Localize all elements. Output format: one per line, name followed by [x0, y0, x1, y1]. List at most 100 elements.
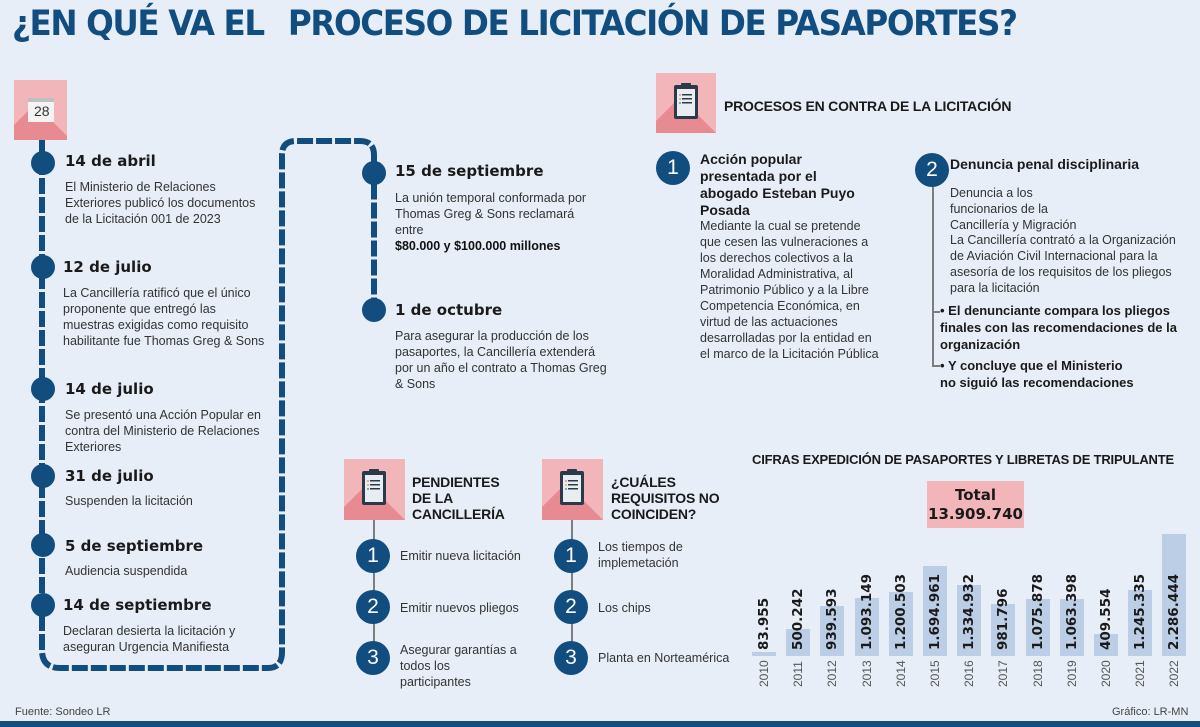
event-text: Audiencia suspendida — [65, 564, 188, 578]
year-label: 2012 — [825, 660, 840, 687]
event-text-main: La unión temporal conformada por Thomas … — [395, 191, 587, 237]
procesos-heading: PROCESOS EN CONTRA DE LA LICITACIÓN — [724, 98, 1012, 114]
source-text: Fuente: Sondeo LR — [15, 706, 111, 718]
bar-value-label: 1.334.932 — [961, 573, 978, 650]
event-text: La Cancillería ratificó que el único pro… — [63, 286, 265, 348]
timeline-node — [362, 298, 386, 322]
bar-value-label: 409.554 — [1098, 588, 1114, 651]
event-date: 14 de abril — [65, 152, 156, 170]
total-badge: Total 13.909.740 — [927, 481, 1024, 528]
event-date: 1 de octubre — [395, 301, 503, 319]
timeline-node — [31, 151, 55, 175]
bullet-text: El denunciante compara los pliegos final… — [940, 303, 1177, 352]
title-part-1: ¿EN QUÉ VA EL — [12, 4, 265, 44]
timeline-node — [362, 161, 386, 185]
chart-bar — [1059, 599, 1084, 656]
procesos-item-2-title: Denuncia penal disciplinaria — [950, 156, 1140, 172]
pendientes-heading: PENDIENTES DE LA CANCILLERÍA — [412, 474, 505, 522]
year-label: 2017 — [996, 660, 1011, 687]
bar-value-label: 500.242 — [790, 588, 807, 651]
bar-value-label: 83.955 — [756, 597, 772, 650]
requisitos-item-3: Planta en Norteamérica — [598, 651, 730, 665]
requisitos-number-1: 1 — [554, 539, 588, 573]
bar-value-label: 1.200.503 — [892, 573, 909, 650]
chart-bar — [1162, 534, 1187, 656]
bar-value-label: 1.075.878 — [1029, 573, 1046, 650]
event-text-amount: $80.000 y $100.000 millones — [395, 239, 561, 253]
chart-bar — [820, 606, 845, 656]
procesos-bullet-2: • Y concluye que el Ministerio no siguió… — [940, 358, 1134, 390]
bar-value-label: 981.796 — [995, 588, 1012, 651]
total-value: 13.909.740 — [928, 505, 1023, 523]
requisitos-item-2: Los chips — [598, 601, 651, 615]
clipboard-icon — [674, 83, 698, 119]
calendar-icon-tile: 28 — [14, 80, 67, 140]
bar-value-label: 1.694.961 — [927, 573, 943, 650]
chart-bar — [923, 566, 947, 656]
year-label: 2019 — [1064, 660, 1079, 687]
pendientes-number-3: 3 — [356, 641, 390, 675]
bar-value-label: 1.063.398 — [1063, 573, 1080, 650]
event-text: Para asegurar la producción de los pasap… — [395, 329, 607, 391]
procesos-connector-line — [932, 187, 934, 365]
procesos-item-2-body2: La Cancillería contrató a la Organizació… — [950, 233, 1176, 295]
bullet-text: Y concluye que el Ministerio no siguió l… — [940, 358, 1134, 390]
year-label: 2010 — [757, 660, 771, 687]
requisitos-item-1: Los tiempos de implemetación — [598, 540, 683, 570]
procesos-item-1-body: Mediante la cual se pretende que cesen l… — [700, 219, 879, 361]
bullet-connector — [932, 311, 940, 313]
chart-bar — [1128, 590, 1153, 656]
calendar-day: 28 — [34, 103, 50, 119]
requisitos-number-2: 2 — [554, 590, 588, 624]
requisitos-number-3: 3 — [554, 641, 588, 675]
procesos-item-1-title: Acción popular presentada por el abogado… — [700, 151, 855, 218]
chart-bar — [888, 592, 913, 656]
procesos-number-1: 1 — [656, 151, 690, 185]
timeline-rail — [39, 138, 377, 671]
event-text: El Ministerio de Relaciones Exteriores p… — [65, 180, 256, 226]
event-text: Se presentó una Acción Popular en contra… — [65, 408, 261, 454]
clipboard-icon-tile — [344, 459, 405, 520]
bar-value-label: 939.593 — [824, 588, 841, 651]
chart-bar — [991, 604, 1016, 656]
timeline-node — [31, 255, 55, 279]
pendientes-item-3: Asegurar garantías a todos los participa… — [400, 643, 517, 689]
year-label: 2011 — [791, 661, 806, 687]
procesos-number-2: 2 — [915, 153, 949, 187]
event-date: 12 de julio — [63, 258, 152, 276]
chart-bar — [854, 598, 879, 656]
pendientes-item-1: Emitir nueva licitación — [400, 549, 521, 563]
credit-text: Gráfico: LR-MN — [1112, 706, 1189, 718]
chart-bar — [1094, 634, 1118, 656]
total-label: Total — [955, 486, 996, 504]
procesos-bullet-1: • El denunciante compara los pliegos fin… — [940, 303, 1177, 352]
chart-bar — [752, 652, 776, 656]
timeline-node — [31, 464, 55, 488]
event-date: 31 de julio — [65, 467, 154, 485]
year-label: 2018 — [1030, 660, 1045, 687]
timeline-node — [31, 593, 55, 617]
clipboard-icon — [560, 469, 584, 505]
chart-bar — [957, 585, 982, 656]
title-part-2: PROCESO DE LICITACIÓN DE PASAPORTES? — [287, 4, 1018, 44]
clipboard-icon-tile — [656, 73, 716, 133]
bar-value-label: 2.286.444 — [1166, 573, 1183, 650]
procesos-item-2-body1: Denuncia a los funcionarios de la Cancil… — [950, 186, 1077, 232]
pendientes-number-1: 1 — [356, 539, 390, 573]
year-label: 2021 — [1133, 660, 1148, 687]
year-label: 2016 — [962, 660, 977, 687]
event-text: Declaran desierta la licitación y asegur… — [63, 624, 236, 654]
pendientes-item-2: Emitir nuevos pliegos — [400, 601, 519, 615]
chart-bar — [786, 629, 811, 656]
requisitos-heading: ¿CUÁLES REQUISITOS NO COINCIDEN? — [611, 474, 720, 522]
timeline-node — [31, 533, 55, 557]
year-label: 2022 — [1167, 660, 1182, 687]
event-date: 15 de septiembre — [395, 162, 544, 180]
year-label: 2015 — [928, 660, 942, 687]
event-date: 14 de septiembre — [63, 596, 212, 614]
year-label: 2020 — [1099, 660, 1113, 687]
page-title: ¿EN QUÉ VA EL PROCESO DE LICITACIÓN DE PA… — [12, 4, 1119, 44]
bullet-connector — [932, 365, 940, 367]
event-text: La unión temporal conformada por Thomas … — [395, 190, 600, 254]
